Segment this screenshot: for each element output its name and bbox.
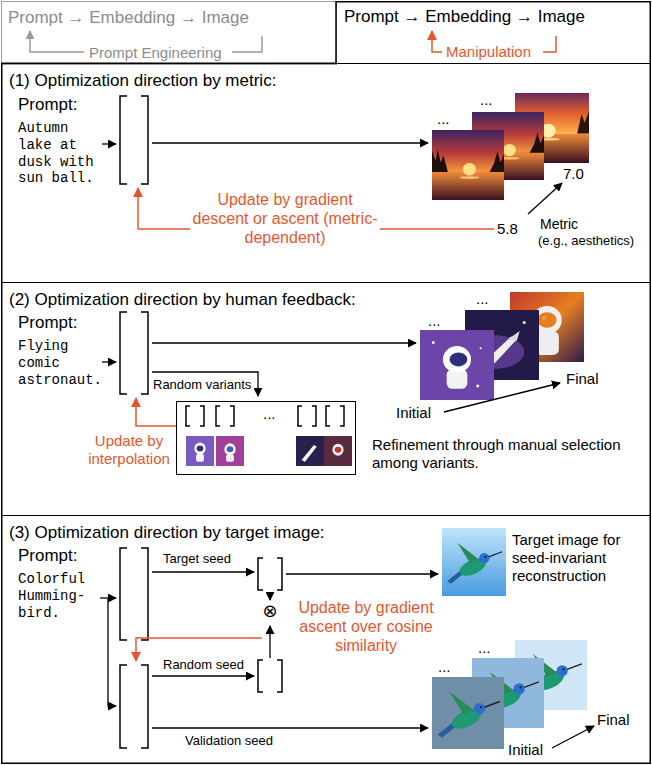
prompt-text: Autumn lake at dusk with sun ball. [18,120,102,187]
node-text: Prompt Engineering [89,44,222,62]
ellipsis: ... [437,110,450,128]
seed-label: Target seed [163,551,231,567]
node-heading: (3) Optimization direction by target ima… [9,523,325,543]
method-panel: (2) Optimization direction by human feed… [1,282,651,516]
node-heading: (2) Optimization direction by human feed… [9,290,356,310]
node-heading: Prompt → Embedding → Image [8,8,249,28]
prompt-text: Colorful Humming-bird. [18,571,102,621]
prompt-label: Prompt: [18,546,78,566]
variants-box: ... [176,401,356,475]
state-label: Initial [508,741,543,759]
metric-note: (e.g., aesthetics) [538,233,634,249]
node-heading: ... [263,405,276,423]
seed-label: Random seed [163,657,244,673]
update-note: Update by gradient descent or ascent (me… [190,190,380,248]
metric-label: Metric [540,216,578,233]
method-panel: (1) Optimization direction by metric: [1,63,651,283]
ellipsis: ... [476,290,489,308]
note: Target image for seed-invariant reconstr… [512,531,646,585]
score: 5.8 [497,220,518,238]
state-label: Initial [396,404,431,422]
node-heading: (1) Optimization direction by metric: [9,71,276,91]
product-symbol: ⊗ [260,600,280,622]
ellipsis: ... [438,658,451,676]
prompt-text: Flying comic astronaut. [18,338,102,388]
ellipsis: ... [480,91,493,109]
node-text: Manipulation [446,43,531,61]
seed-label: Validation seed [185,733,273,749]
note: Refinement through manual selection amon… [372,436,634,472]
update-note: Update by interpolation [84,432,174,468]
prompt-label: Prompt: [18,95,78,115]
ellipsis: ... [428,312,441,330]
update-note: Update by gradient ascent over cosine si… [290,598,442,656]
variants-label: Random variants [153,377,251,393]
prompt-label: Prompt: [18,313,78,333]
generated-images [186,93,589,749]
node-heading: Prompt → Embedding → Image [344,7,585,27]
ellipsis: ... [478,639,491,657]
update-arrows [136,188,494,661]
state-label: Final [597,711,630,729]
context-box: Prompt → Embedding → ImagePrompt Enginee… [1,1,337,65]
state-label: Final [566,370,599,388]
score: 7.0 [563,165,584,183]
